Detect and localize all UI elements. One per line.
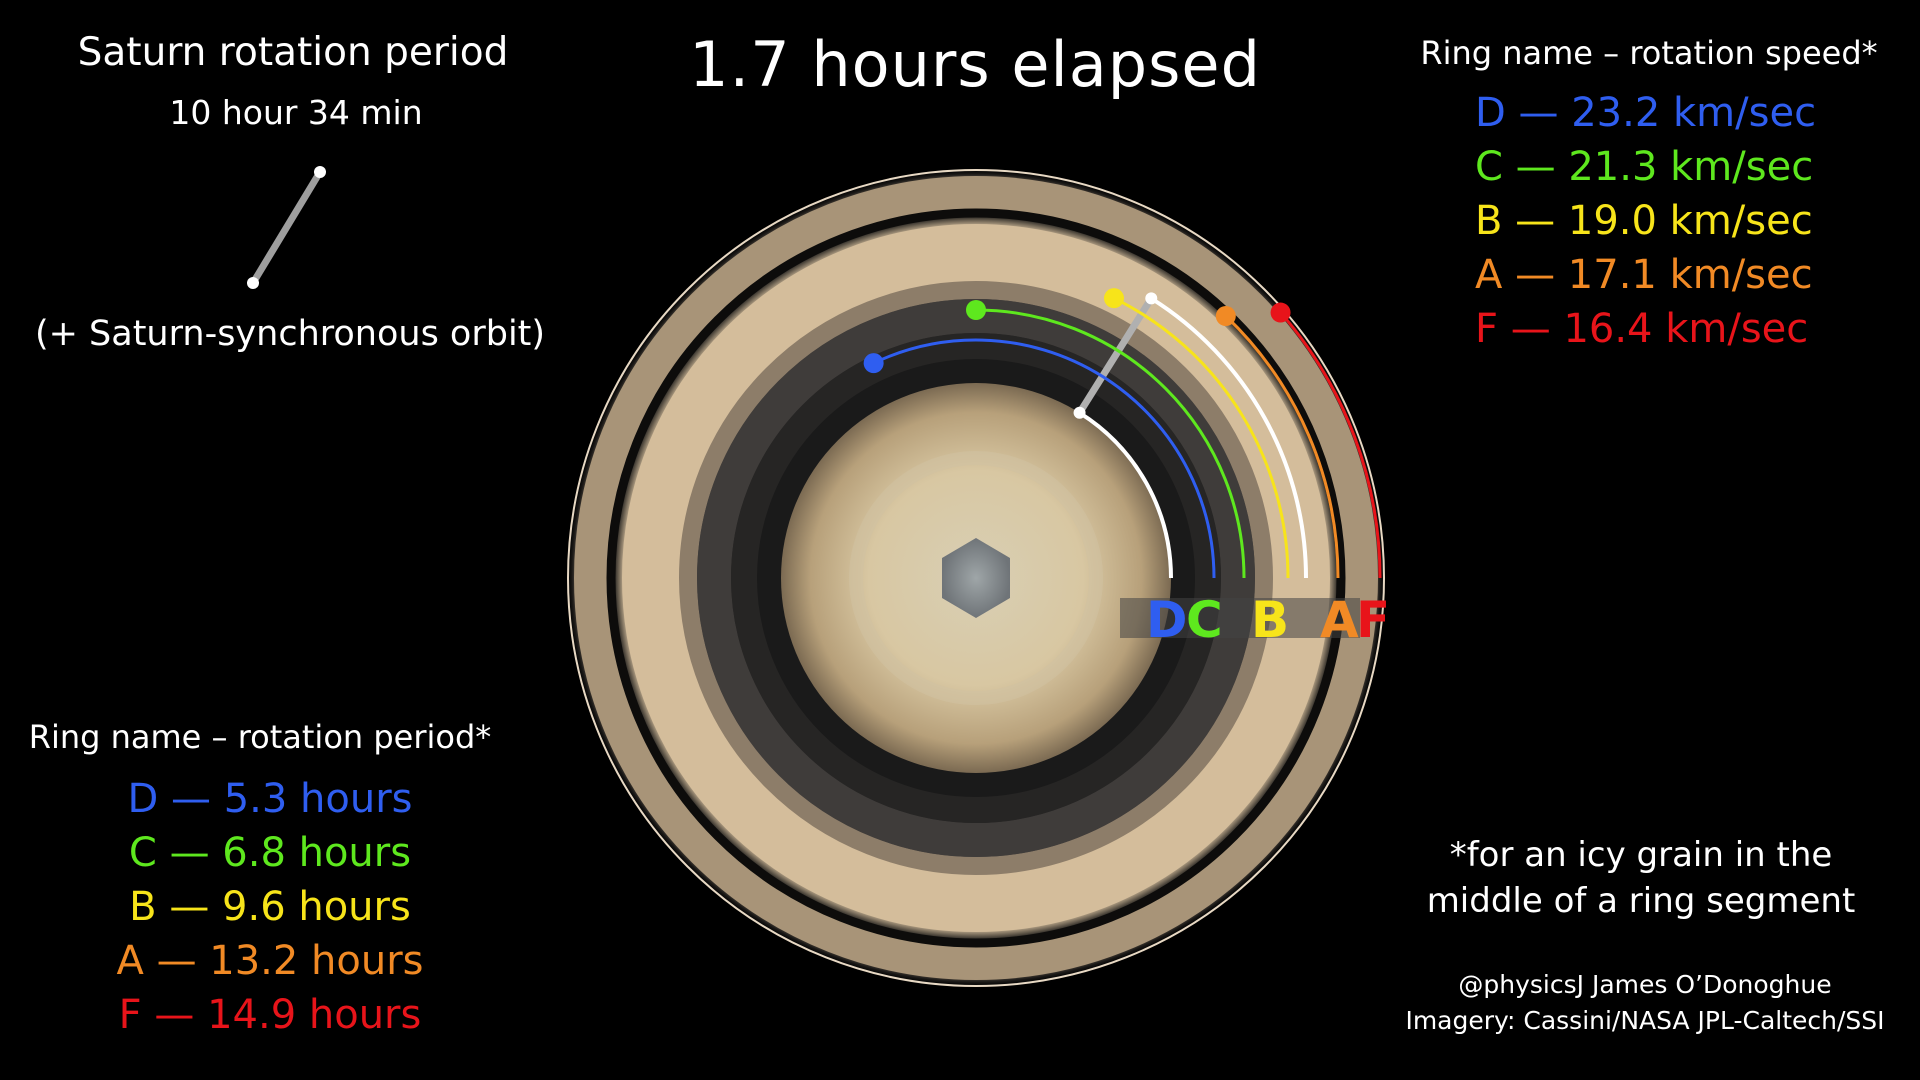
speed-legend: D — 23.2 km/sec C — 21.3 km/sec B — 19.0…	[1475, 86, 1835, 356]
period-legend: D — 5.3 hours C — 6.8 hours B — 9.6 hour…	[110, 772, 430, 1042]
ring-d-band	[731, 333, 1221, 823]
synchronous-marker-inner	[1073, 406, 1086, 419]
synchronous-marker-outer	[1145, 292, 1158, 305]
synchronous-orbit-note: (+ Saturn-synchronous orbit)	[34, 314, 546, 354]
ring-marker-f	[1270, 302, 1291, 323]
period-item-b: B — 9.6 hours	[129, 884, 411, 930]
ring-system	[567, 169, 1385, 987]
clock-hand-end-bottom	[247, 277, 259, 289]
speed-item-f: F — 16.4 km/sec	[1475, 306, 1809, 352]
ring-marker-c	[966, 300, 986, 320]
credit-imagery: Imagery: Cassini/NASA JPL-Caltech/SSI	[1405, 1006, 1885, 1035]
ring-b-inner-band	[679, 281, 1273, 875]
clock-hand-end-top	[314, 166, 326, 178]
footnote: *for an icy grain in the middle of a rin…	[1426, 835, 1856, 921]
saturn-period-value: 10 hour 34 min	[169, 93, 423, 132]
period-item-a: A — 13.2 hours	[116, 938, 424, 984]
credit-block: @physicsJ James O’Donoghue Imagery: Cass…	[1385, 967, 1905, 1039]
credit-author: @physicsJ James O’Donoghue	[1458, 970, 1832, 999]
ring-label-b: B	[1251, 591, 1289, 649]
orbit-arc-f	[1279, 311, 1382, 579]
ring-b-band	[622, 224, 1330, 932]
orbit-arc-a	[1224, 314, 1340, 579]
synchronous-hand	[1076, 296, 1155, 415]
ring-labels: D C B A F	[1146, 591, 1390, 649]
ring-f-outline	[567, 169, 1385, 987]
speed-item-a: A — 17.1 km/sec	[1475, 252, 1813, 298]
period-item-f: F — 14.9 hours	[118, 992, 422, 1038]
period-item-d: D — 5.3 hours	[127, 776, 413, 822]
speed-legend-title: Ring name – rotation speed*	[1420, 34, 1878, 72]
synchronous-arc-outer	[1150, 296, 1308, 579]
elapsed-time-headline: 1.7 hours elapsed	[689, 28, 1261, 101]
ring-label-f: F	[1356, 591, 1390, 649]
orbit-arc-b	[1113, 296, 1290, 579]
ring-label-c: C	[1186, 591, 1223, 649]
ring-a-outer-band	[574, 176, 1378, 980]
orbit-arcs	[863, 288, 1382, 579]
period-legend-title: Ring name – rotation period*	[28, 718, 492, 756]
speed-item-c: C — 21.3 km/sec	[1475, 144, 1814, 190]
ring-label-d: D	[1146, 591, 1188, 649]
ring-marker-b	[1103, 288, 1124, 309]
orbit-arc-c	[975, 308, 1246, 579]
speed-item-d: D — 23.2 km/sec	[1475, 90, 1817, 136]
ring-marker-d	[863, 353, 884, 374]
ring-label-a: A	[1320, 591, 1359, 649]
encke-gap	[606, 208, 1346, 948]
ring-label-strip	[1120, 598, 1360, 638]
orbit-arc-d	[873, 338, 1216, 579]
ring-marker-a	[1215, 306, 1236, 327]
speed-item-b: B — 19.0 km/sec	[1475, 198, 1813, 244]
saturn-rotation-hand	[247, 166, 326, 289]
clock-hand-line	[249, 168, 324, 287]
north-pole-hexagon	[942, 538, 1010, 618]
planet-band	[849, 451, 1103, 705]
period-item-c: C — 6.8 hours	[128, 830, 412, 876]
synchronous-arc-inner	[1078, 411, 1173, 579]
saturn-period-title: Saturn rotation period	[77, 30, 509, 75]
